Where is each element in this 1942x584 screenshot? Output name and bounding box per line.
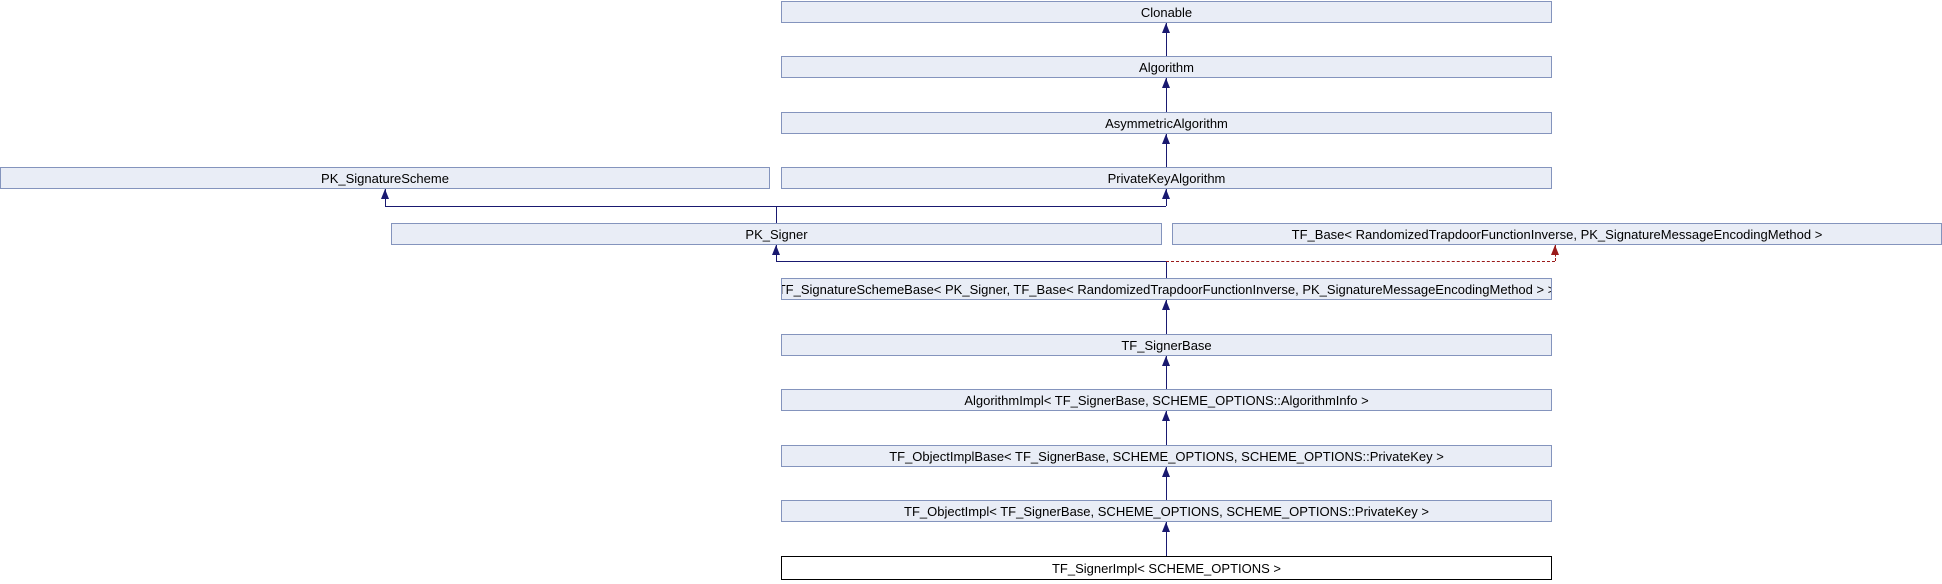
inheritance-arrowhead-tfsignatureschemebase-to-pksigner <box>772 245 780 255</box>
class-node-algorithm[interactable]: Algorithm <box>781 56 1552 78</box>
class-node-tf-object-impl-base[interactable]: TF_ObjectImplBase< TF_SignerBase, SCHEME… <box>781 445 1552 467</box>
inheritance-edge-pksigner-to-pksignaturescheme <box>385 206 776 207</box>
inheritance-edge-tfsignatureschemebase-to-tfbase <box>1166 261 1555 262</box>
class-node-clonable[interactable]: Clonable <box>781 1 1552 23</box>
class-node-tf-signature-scheme-base[interactable]: TF_SignatureSchemeBase< PK_Signer, TF_Ba… <box>781 278 1552 300</box>
inheritance-arrowhead-tfobjectimpl-to-tfobjectimplbase <box>1162 467 1170 477</box>
inheritance-edge-tfsignerbase-to-tfsignatureschemebase <box>1166 300 1167 334</box>
inheritance-edge-tfsignatureschemebase-to-pksigner <box>776 261 1166 262</box>
inheritance-arrowhead-algorithmimpl-to-tfsignerbase <box>1162 356 1170 366</box>
class-node-private-key-algorithm[interactable]: PrivateKeyAlgorithm <box>781 167 1552 189</box>
inheritance-edge-pksigner-to-privatekeyalgorithm <box>776 206 1166 207</box>
inheritance-arrowhead-pksigner-to-privatekeyalgorithm <box>1162 189 1170 199</box>
class-node-pk-signer[interactable]: PK_Signer <box>391 223 1162 245</box>
class-node-tf-object-impl[interactable]: TF_ObjectImpl< TF_SignerBase, SCHEME_OPT… <box>781 500 1552 522</box>
inheritance-arrowhead-algorithm-to-clonable <box>1162 23 1170 33</box>
inheritance-arrowhead-pksigner-to-pksignaturescheme <box>381 189 389 199</box>
class-node-tf-signer-base[interactable]: TF_SignerBase <box>781 334 1552 356</box>
class-node-asymmetric-algorithm[interactable]: AsymmetricAlgorithm <box>781 112 1552 134</box>
inheritance-edge-tfobjectimpl-to-tfobjectimplbase <box>1166 467 1167 500</box>
class-node-tf-base[interactable]: TF_Base< RandomizedTrapdoorFunctionInver… <box>1172 223 1942 245</box>
inheritance-edge-tfsignerimpl-to-tfobjectimpl <box>1166 522 1167 556</box>
inheritance-edge-tfsignatureschemebase-to-pksigner <box>1166 261 1167 278</box>
inheritance-edge-tfobjectimplbase-to-algorithmimpl <box>1166 411 1167 445</box>
class-node-tf-signer-impl: TF_SignerImpl< SCHEME_OPTIONS > <box>781 556 1552 580</box>
inheritance-edge-algorithm-to-clonable <box>1166 23 1167 56</box>
inheritance-arrowhead-tfsignatureschemebase-to-tfbase <box>1551 245 1559 255</box>
inheritance-arrowhead-tfobjectimplbase-to-algorithmimpl <box>1162 411 1170 421</box>
inheritance-edge-privatekeyalgorithm-to-asymmetricalgorithm <box>1166 134 1167 167</box>
class-node-pk-signature-scheme[interactable]: PK_SignatureScheme <box>0 167 770 189</box>
inheritance-arrowhead-asymmetricalgorithm-to-algorithm <box>1162 78 1170 88</box>
inheritance-edge-algorithmimpl-to-tfsignerbase <box>1166 356 1167 389</box>
inheritance-arrowhead-privatekeyalgorithm-to-asymmetricalgorithm <box>1162 134 1170 144</box>
inheritance-edge-asymmetricalgorithm-to-algorithm <box>1166 78 1167 112</box>
inheritance-arrowhead-tfsignerbase-to-tfsignatureschemebase <box>1162 300 1170 310</box>
inheritance-arrowhead-tfsignerimpl-to-tfobjectimpl <box>1162 522 1170 532</box>
class-node-algorithm-impl[interactable]: AlgorithmImpl< TF_SignerBase, SCHEME_OPT… <box>781 389 1552 411</box>
inheritance-edge-pksigner-to-pksignaturescheme <box>776 206 777 223</box>
